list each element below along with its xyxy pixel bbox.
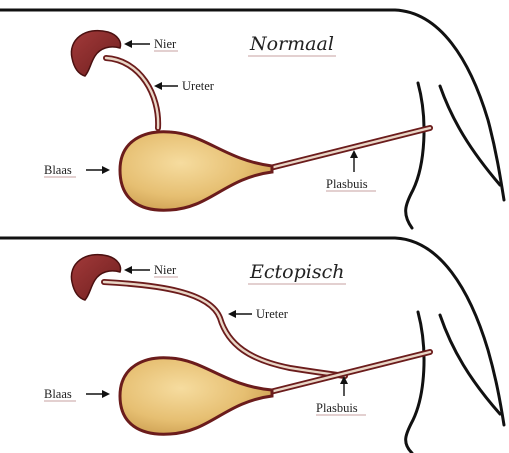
label-urethra: Plasbuis: [326, 150, 376, 191]
urethra: [270, 352, 430, 392]
kidney: [71, 31, 120, 76]
label-ureter-text: Ureter: [182, 79, 215, 93]
label-kidney: Nier: [124, 37, 178, 51]
kidney: [71, 255, 120, 300]
label-bladder: Blaas: [44, 163, 110, 177]
label-urethra-text: Plasbuis: [326, 177, 368, 191]
tail-outline: [406, 312, 424, 453]
label-bladder: Blaas: [44, 387, 110, 401]
label-ureter: Ureter: [228, 307, 289, 321]
bladder: [120, 358, 272, 434]
panel-normal: Normaal Nier Ureter Blaas Plasbuis: [0, 10, 504, 228]
label-ureter-text: Ureter: [256, 307, 289, 321]
panel-title: Ectopisch: [249, 261, 344, 283]
tail-outline: [406, 83, 424, 228]
panel-title: Normaal: [249, 33, 334, 55]
label-kidney: Nier: [124, 263, 178, 277]
label-kidney-text: Nier: [154, 263, 177, 277]
label-urethra-text: Plasbuis: [316, 401, 358, 415]
ureter: [106, 58, 158, 128]
bladder: [120, 132, 272, 210]
label-ureter: Ureter: [154, 79, 215, 93]
label-urethra: Plasbuis: [316, 376, 366, 415]
label-bladder-text: Blaas: [44, 387, 72, 401]
label-bladder-text: Blaas: [44, 163, 72, 177]
urethra: [270, 128, 430, 168]
label-kidney-text: Nier: [154, 37, 177, 51]
panel-ectopic: Ectopisch Nier Ureter Blaas Plasbuis: [0, 238, 504, 453]
